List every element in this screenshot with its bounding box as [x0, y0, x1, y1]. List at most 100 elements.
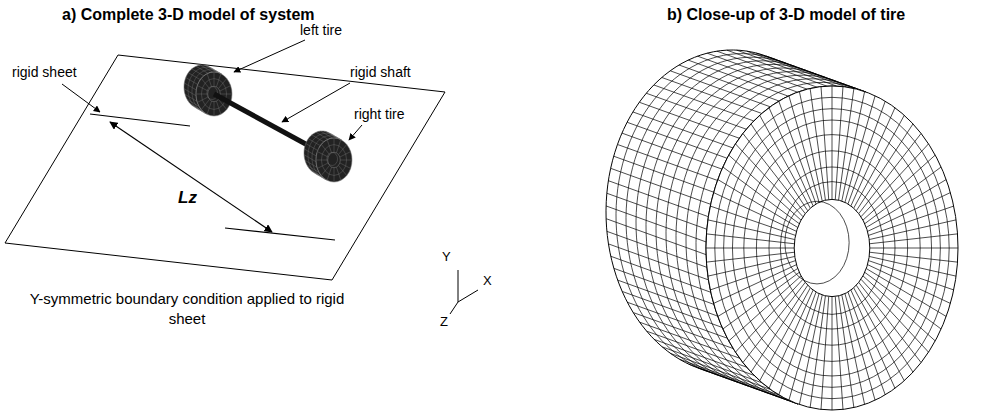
mesh-radial	[751, 285, 808, 372]
mesh-radial	[718, 180, 798, 228]
tread-line	[662, 77, 762, 113]
mesh-radial	[832, 297, 833, 410]
mesh-radial	[870, 234, 958, 244]
tread-line	[679, 65, 779, 101]
system-model	[5, 40, 478, 314]
leader-arrow	[282, 83, 350, 122]
mesh-radial	[851, 108, 895, 206]
mesh-radial	[708, 256, 795, 276]
mesh-radial	[317, 163, 328, 168]
mesh-radial	[220, 86, 231, 91]
mesh-radial	[839, 296, 854, 408]
mesh-radial	[861, 144, 929, 217]
note-text: Y-symmetric boundary condition applied t…	[20, 289, 354, 328]
dimension-label: Lz	[176, 188, 199, 208]
mesh-radial	[832, 86, 833, 199]
tread-line	[205, 65, 217, 72]
mesh-radial	[706, 252, 794, 262]
tread-line	[611, 256, 711, 292]
tire-mesh	[606, 50, 958, 410]
tire-hole	[328, 152, 341, 167]
mesh-radial	[866, 180, 946, 228]
mesh-radial	[706, 234, 794, 244]
mesh-radial	[735, 279, 803, 352]
mesh-radial	[214, 102, 215, 116]
mesh-radial	[869, 261, 954, 290]
mesh-radial	[327, 167, 331, 180]
mesh-radial	[835, 296, 843, 409]
mesh-radial	[779, 292, 816, 395]
mesh-radial	[760, 288, 811, 381]
mesh-radial	[751, 124, 808, 211]
mesh-radial	[214, 72, 215, 86]
axis-label: Z	[438, 315, 450, 330]
mesh-radial	[714, 265, 797, 304]
tread-line	[756, 53, 856, 89]
tread-line	[611, 168, 711, 204]
mesh-radial	[870, 248, 958, 249]
tread-line	[766, 56, 866, 92]
mesh-radial	[869, 256, 956, 276]
mesh-radial	[839, 88, 854, 200]
tread-line	[614, 156, 714, 192]
axis-line	[458, 290, 478, 302]
tire-hole	[794, 199, 870, 296]
mesh-radial	[842, 295, 865, 405]
mesh-radial	[854, 115, 905, 208]
mesh-radial	[340, 152, 351, 157]
mesh-radial	[868, 193, 951, 232]
mesh-radial	[706, 248, 794, 249]
mesh-radial	[863, 155, 935, 220]
mesh-radial	[861, 279, 929, 352]
tread-line	[607, 193, 707, 229]
tread-line	[747, 51, 847, 87]
mesh-radial	[216, 101, 220, 114]
mesh-radial	[710, 261, 795, 290]
mesh-radial	[799, 92, 822, 202]
dimension-arrow	[110, 122, 272, 232]
mesh-radial	[723, 167, 799, 224]
mesh-radial	[197, 97, 208, 102]
axis-line	[458, 270, 459, 302]
tread-line	[184, 83, 196, 90]
tread-line	[308, 139, 320, 146]
mesh-radial	[334, 138, 335, 152]
tread-line	[304, 149, 316, 156]
mesh-radial	[769, 290, 813, 388]
mesh-radial	[729, 276, 801, 341]
mesh-radial	[866, 269, 946, 317]
reference-line	[225, 228, 335, 240]
tire-hole	[327, 152, 338, 165]
tread-line	[186, 78, 198, 85]
tread-line	[670, 71, 770, 107]
mesh-radial	[338, 144, 346, 154]
tread-line	[304, 155, 316, 162]
mesh-radial	[340, 160, 352, 161]
tread-line	[188, 73, 200, 80]
axis-label: X	[481, 274, 494, 289]
panel-heading: b) Close-up of 3-D model of tire	[665, 6, 907, 24]
mesh-radial	[201, 78, 209, 88]
mesh-radial	[334, 168, 335, 182]
mesh-radial	[316, 160, 328, 161]
tread-line	[633, 112, 733, 148]
mesh-radial	[338, 165, 346, 175]
tread-line	[688, 60, 788, 96]
mesh-radial	[710, 206, 795, 235]
mesh-radial	[743, 133, 805, 213]
mesh-radial	[729, 155, 801, 220]
panel-heading: a) Complete 3-D model of system	[60, 6, 317, 24]
mesh-radial	[859, 282, 921, 362]
mesh-radial	[321, 144, 329, 154]
mesh-radial	[799, 295, 822, 405]
mesh-radial	[856, 124, 913, 211]
mesh-radial	[835, 87, 843, 200]
mesh-radial	[718, 269, 798, 317]
tread-line	[622, 291, 722, 327]
mesh-radial	[321, 165, 329, 175]
reference-line	[90, 114, 190, 126]
mesh-radial	[336, 140, 340, 153]
tread-line	[608, 244, 708, 280]
